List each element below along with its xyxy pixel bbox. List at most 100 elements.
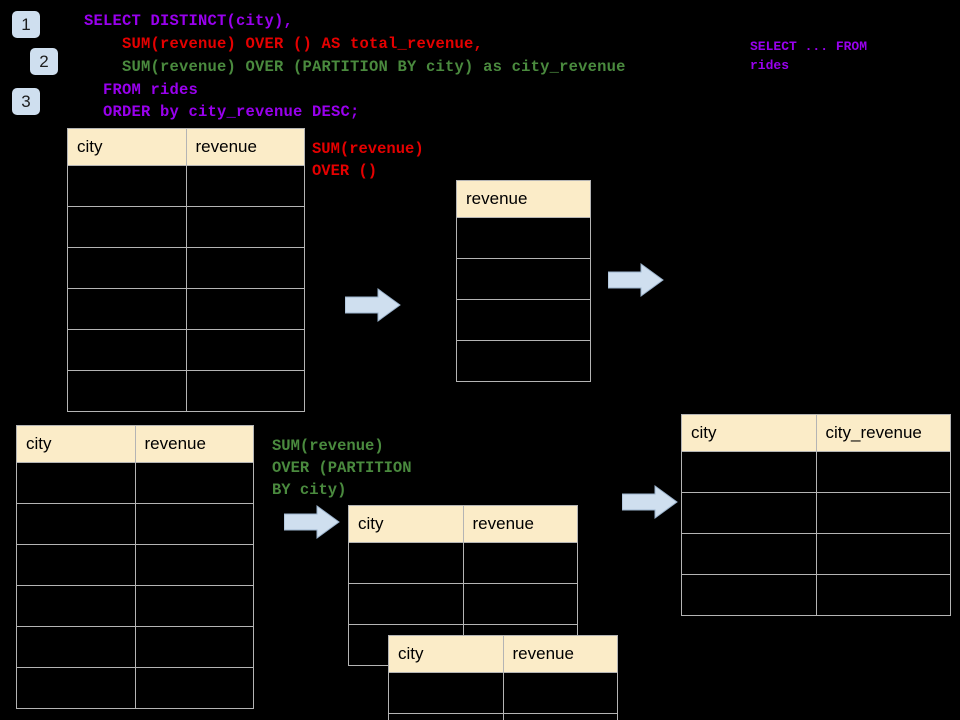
step-badge-2: 2 bbox=[30, 48, 58, 75]
cell-city bbox=[67, 165, 187, 207]
cell-revenue bbox=[462, 583, 578, 625]
column-header-revenue: revenue bbox=[134, 425, 254, 463]
table-header-row: city city_revenue bbox=[681, 414, 951, 452]
cell-city bbox=[16, 462, 136, 504]
table-row bbox=[456, 340, 591, 382]
column-header-revenue: revenue bbox=[456, 180, 591, 218]
table-header-row: city revenue bbox=[16, 425, 254, 463]
table-row bbox=[456, 217, 591, 259]
cell-city bbox=[681, 574, 817, 616]
cell-revenue bbox=[185, 288, 305, 330]
sql-line-order-by: ORDER by city_revenue DESC; bbox=[84, 103, 360, 121]
cell-city bbox=[67, 206, 187, 248]
cell-revenue bbox=[134, 462, 254, 504]
table-row bbox=[67, 288, 305, 330]
cell-city bbox=[16, 585, 136, 627]
column-header-city: city bbox=[681, 414, 817, 452]
cell-city bbox=[67, 329, 187, 371]
cell-city bbox=[16, 626, 136, 668]
table-row bbox=[16, 626, 254, 668]
table-header-row: city revenue bbox=[67, 128, 305, 166]
table-row bbox=[16, 462, 254, 504]
cell-revenue bbox=[185, 206, 305, 248]
sql-line-from-rides: FROM rides bbox=[84, 81, 199, 99]
table-row bbox=[348, 583, 578, 625]
table-row bbox=[67, 329, 305, 371]
cell-city-revenue bbox=[815, 451, 951, 493]
column-header-city: city bbox=[16, 425, 136, 463]
table-header-row: city revenue bbox=[388, 635, 618, 673]
cell-city bbox=[388, 672, 504, 714]
sql-line-city-revenue: SUM(revenue) OVER (PARTITION BY city) as… bbox=[84, 58, 626, 76]
cell-revenue bbox=[462, 542, 578, 584]
arrow-partition-to-groups bbox=[283, 505, 340, 539]
cell-revenue bbox=[502, 672, 618, 714]
cell-revenue bbox=[502, 713, 618, 720]
sql-line-select-distinct: SELECT DISTINCT(city), bbox=[84, 12, 294, 30]
annotation-source-scan: SELECT ... FROM rides bbox=[750, 39, 868, 73]
annotation-partition-window: SUM(revenue) OVER (PARTITION BY city) bbox=[272, 437, 412, 499]
table-row bbox=[16, 667, 254, 709]
table-row bbox=[456, 258, 591, 300]
table-row bbox=[67, 165, 305, 207]
column-header-city: city bbox=[67, 128, 187, 166]
table-header-row: city revenue bbox=[348, 505, 578, 543]
cell-revenue bbox=[134, 544, 254, 586]
table-row bbox=[456, 299, 591, 341]
annotation-total-window: SUM(revenue) OVER () bbox=[312, 140, 424, 180]
table-row bbox=[67, 247, 305, 289]
cell-city bbox=[16, 544, 136, 586]
cell-revenue bbox=[185, 329, 305, 371]
table-row bbox=[681, 533, 951, 575]
table-row bbox=[16, 585, 254, 627]
step-badge-1: 1 bbox=[12, 11, 40, 38]
cell-city-revenue bbox=[815, 492, 951, 534]
cell-revenue bbox=[456, 340, 591, 382]
cell-city bbox=[681, 533, 817, 575]
cell-city bbox=[348, 542, 464, 584]
table-row bbox=[67, 206, 305, 248]
table-row bbox=[681, 574, 951, 616]
total-revenue-table: revenue bbox=[456, 180, 591, 382]
cell-city-revenue bbox=[815, 574, 951, 616]
cell-revenue bbox=[134, 585, 254, 627]
column-header-revenue: revenue bbox=[185, 128, 305, 166]
cell-city bbox=[67, 247, 187, 289]
column-header-revenue: revenue bbox=[462, 505, 578, 543]
arrow-groups-to-result bbox=[621, 485, 678, 519]
cell-revenue bbox=[134, 667, 254, 709]
cell-city bbox=[388, 713, 504, 720]
cell-city bbox=[681, 451, 817, 493]
table-row bbox=[67, 370, 305, 412]
sql-line-total-revenue: SUM(revenue) OVER () AS total_revenue, bbox=[84, 35, 484, 53]
arrow-total-to-result bbox=[607, 263, 664, 297]
cell-revenue bbox=[134, 626, 254, 668]
cell-revenue bbox=[185, 247, 305, 289]
cell-revenue bbox=[456, 299, 591, 341]
cell-city bbox=[348, 583, 464, 625]
table-row bbox=[348, 542, 578, 584]
column-header-city: city bbox=[388, 635, 504, 673]
table-row bbox=[681, 492, 951, 534]
table-row bbox=[16, 544, 254, 586]
result-city-revenue-table: city city_revenue bbox=[681, 414, 951, 616]
column-header-city-revenue: city_revenue bbox=[815, 414, 951, 452]
cell-city bbox=[681, 492, 817, 534]
cell-revenue bbox=[134, 503, 254, 545]
cell-city bbox=[16, 503, 136, 545]
table-row bbox=[388, 672, 618, 714]
cell-revenue bbox=[456, 258, 591, 300]
step-badge-3: 3 bbox=[12, 88, 40, 115]
cell-revenue bbox=[456, 217, 591, 259]
column-header-city: city bbox=[348, 505, 464, 543]
table-header-row: revenue bbox=[456, 180, 591, 218]
cell-revenue bbox=[185, 370, 305, 412]
table-row bbox=[388, 713, 618, 720]
cell-city-revenue bbox=[815, 533, 951, 575]
arrow-source-to-total bbox=[344, 288, 401, 322]
table-row bbox=[16, 503, 254, 545]
cell-city bbox=[16, 667, 136, 709]
table-row bbox=[681, 451, 951, 493]
partition-source-table: city revenue bbox=[16, 425, 254, 709]
